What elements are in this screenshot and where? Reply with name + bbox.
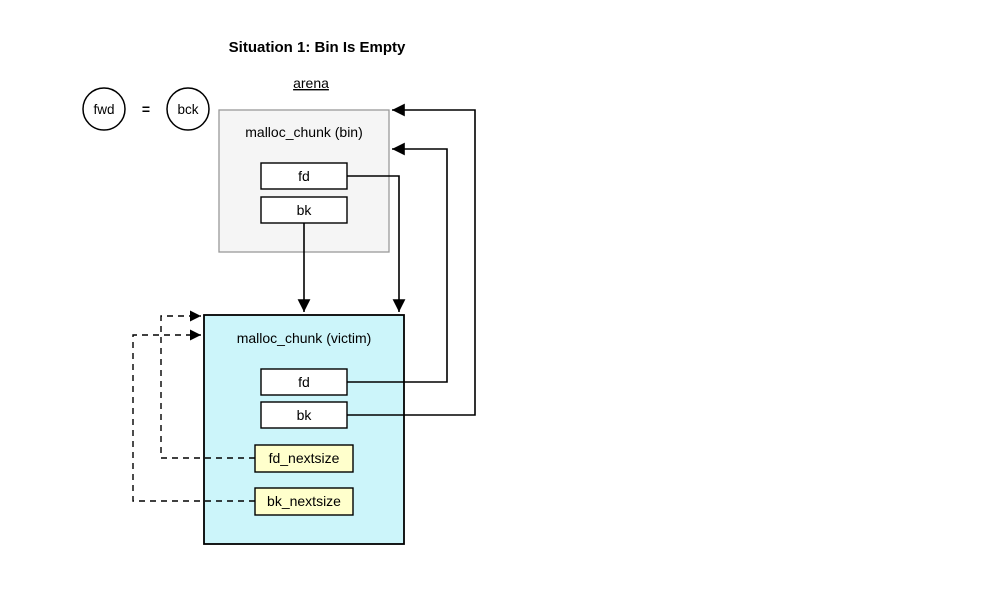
fwd-node-label: fwd xyxy=(93,102,114,117)
victim-fd-label: fd xyxy=(298,374,310,390)
bck-node-label: bck xyxy=(177,102,198,117)
victim-bk-nextsize-cell xyxy=(254,487,354,516)
bin-chunk-title: malloc_chunk (bin) xyxy=(245,124,363,140)
bin-bk-label: bk xyxy=(297,202,313,218)
bck-node-circle xyxy=(166,87,210,131)
bin-bk-cell xyxy=(260,196,348,224)
arrow-victim-bk-to-bin xyxy=(347,103,476,416)
bin-fd-cell xyxy=(260,162,348,190)
victim-bk-label: bk xyxy=(297,407,313,423)
victim-fd-nextsize-label: fd_nextsize xyxy=(269,450,340,466)
arena-label: arena xyxy=(293,75,329,91)
victim-bk-nextsize-label: bk_nextsize xyxy=(267,493,341,509)
page-title: Situation 1: Bin Is Empty xyxy=(229,39,406,56)
arrow-victim-fd-to-bin xyxy=(347,142,448,383)
victim-chunk: malloc_chunk (victim) fd bk fd_nextsize … xyxy=(203,314,405,545)
bin-chunk: malloc_chunk (bin) fd bk xyxy=(218,109,390,253)
arrow-bin-fd-to-victim xyxy=(347,175,406,312)
fwd-bck-equation: fwd = bck xyxy=(82,87,210,131)
fwd-node-circle xyxy=(82,87,126,131)
dashed-arrow-fd-nextsize-to-victim xyxy=(160,310,255,459)
bin-fd-label: fd xyxy=(298,168,310,184)
equals-sign: = xyxy=(142,101,150,117)
dashed-arrow-bk-nextsize-to-victim xyxy=(132,329,255,502)
victim-chunk-title: malloc_chunk (victim) xyxy=(237,330,372,346)
